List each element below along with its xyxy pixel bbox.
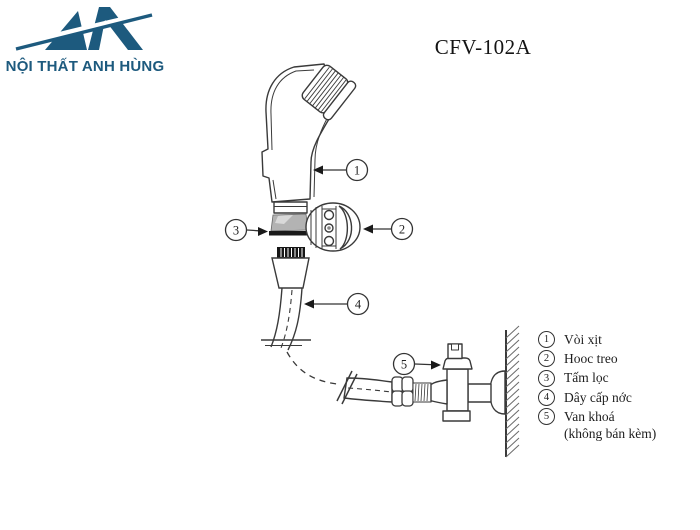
legend-label-5: Van khoá: [564, 408, 615, 424]
callout-1-number: 1: [354, 164, 360, 178]
callouts: 1 2 3 4: [224, 158, 441, 376]
hook-drawing: [305, 202, 361, 252]
legend-number-4: 4: [538, 389, 555, 407]
callout-4-number: 4: [355, 298, 362, 312]
legend-label-4: Dây cấp nớc: [564, 389, 632, 405]
callout-3-number: 3: [233, 224, 239, 238]
callout-2-number: 2: [399, 223, 405, 237]
callout-4: 4: [304, 292, 370, 316]
model-title: CFV-102A: [434, 35, 532, 59]
legend-item-4: 4 Dây cấp nớc: [538, 388, 656, 407]
legend-label-3: Tấm lọc: [564, 370, 609, 386]
legend-number-3: 3: [538, 369, 555, 387]
legend-note: (không bán kèm): [564, 426, 657, 442]
hose-drawing: [261, 247, 432, 407]
callout-1: 1: [313, 158, 369, 182]
callout-3: 3: [224, 218, 268, 242]
callout-2: 2: [363, 217, 414, 241]
legend-item-2: 2 Hooc treo: [538, 349, 656, 368]
legend-item-3: 3 Tấm lọc: [538, 369, 656, 388]
callout-5: 5: [392, 352, 441, 376]
callout-5-number: 5: [401, 358, 407, 372]
legend-item-1: 1 Vòi xịt: [538, 330, 656, 349]
valve-drawing: [430, 325, 520, 458]
parts-legend: 1 Vòi xịt 2 Hooc treo 3 Tấm lọc 4 Dây cấ…: [538, 330, 656, 445]
legend-number-5: 5: [538, 408, 555, 426]
legend-number-2: 2: [538, 350, 555, 368]
legend-label-2: Hooc treo: [564, 350, 618, 366]
legend-number-1: 1: [538, 331, 555, 349]
brand-name: NỘI THẤT ANH HÙNG: [5, 58, 165, 75]
sprayer-handle-drawing: [261, 63, 357, 214]
brand-logo-block: NỘI THẤT ANH HÙNG: [0, 2, 170, 75]
legend-item-5: 5 Van khoá: [538, 407, 656, 426]
legend-label-1: Vòi xịt: [564, 331, 602, 347]
anh-hung-logo-icon: [15, 7, 153, 51]
filter-drawing: [269, 213, 310, 236]
